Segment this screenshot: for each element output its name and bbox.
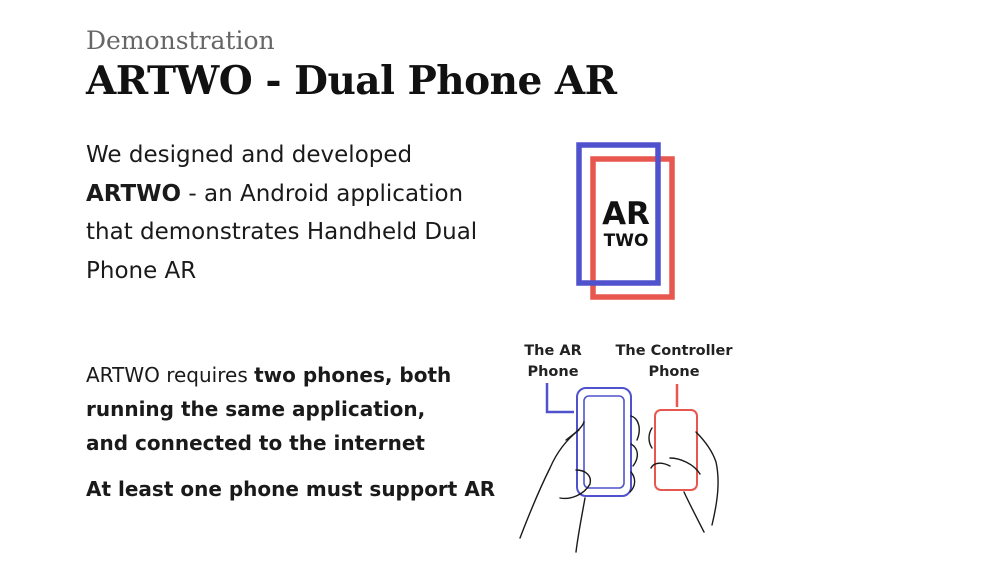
logo-text-ar: AR	[602, 196, 650, 232]
right-hand-icon	[648, 427, 719, 533]
requirements-paragraph: ARTWO requires two phones, both running …	[86, 358, 466, 460]
requirements-bold-text: two phones, both running the same applic…	[86, 363, 452, 455]
requirements-text: ARTWO requires	[86, 363, 255, 387]
ar-phone-icon	[576, 387, 632, 497]
intro-text-2: - an Android application that demonstrat…	[86, 180, 478, 284]
ar-phone-label: The AR Phone	[524, 343, 582, 380]
ar-support-note: At least one phone must support AR	[86, 477, 496, 501]
intro-paragraph: We designed and developed ARTWO - an And…	[86, 136, 506, 290]
controller-phone-label: The Controller Phone	[615, 343, 733, 380]
logo-red-frame	[590, 156, 675, 300]
logo-blue-frame	[576, 142, 661, 286]
left-hand-icon	[519, 415, 640, 553]
intro-app-name: ARTWO	[86, 180, 182, 207]
slide-title: ARTWO - Dual Phone AR	[86, 58, 617, 104]
intro-text-1: We designed and developed	[86, 142, 413, 168]
controller-phone-icon	[654, 409, 698, 491]
logo-text-two: TWO	[604, 231, 649, 251]
ar-phone-pointer	[545, 383, 574, 414]
slide-subtitle: Demonstration	[86, 26, 275, 55]
artwo-logo: AR TWO	[570, 138, 680, 307]
dual-phone-illustration	[505, 335, 745, 564]
